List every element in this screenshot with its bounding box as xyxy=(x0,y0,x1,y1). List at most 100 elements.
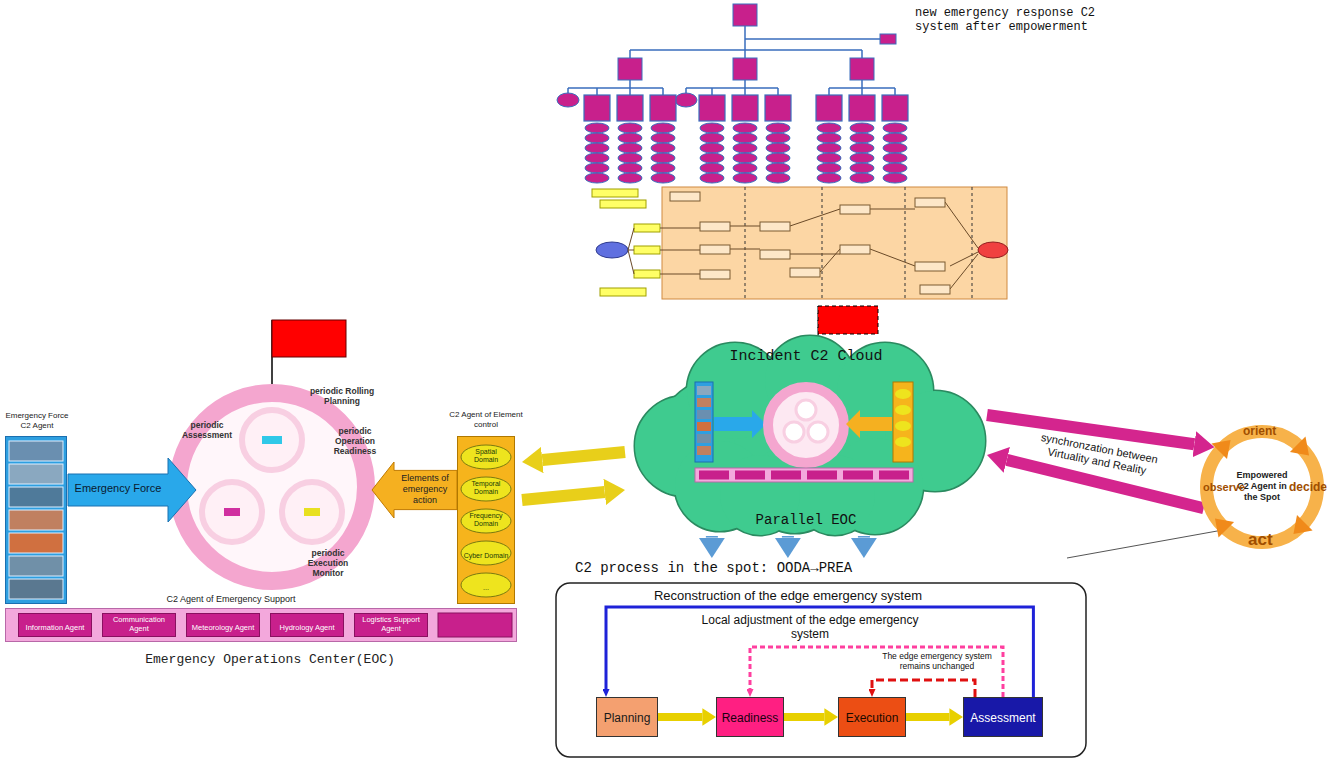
org-box xyxy=(733,4,757,26)
flowchart-box xyxy=(840,205,870,214)
flowchart-tag xyxy=(592,189,638,197)
flag xyxy=(272,320,346,357)
mini-arrow xyxy=(714,410,766,438)
assessment-box: Assessment xyxy=(963,697,1043,737)
connector xyxy=(706,536,718,538)
execution-box: Execution xyxy=(838,697,906,737)
label-slot: periodic Operation Readiness xyxy=(318,426,392,457)
force-agent-panel: Emergency Force C2 Agent xyxy=(5,436,67,604)
agent-box: Communication Agent xyxy=(102,613,176,637)
connector xyxy=(606,607,1033,697)
org-ellipse xyxy=(557,93,579,107)
agent-box xyxy=(438,613,512,637)
label-slot: periodic Rolling Planning xyxy=(300,386,384,406)
connector xyxy=(784,713,824,721)
connector xyxy=(1067,531,1218,558)
ring-arrowhead xyxy=(1290,436,1309,455)
mini-agent xyxy=(879,471,909,480)
cloud-outline xyxy=(635,336,985,535)
flowchart-box xyxy=(760,250,790,259)
text-slot: Incident C2 Cloud xyxy=(685,348,927,366)
flag xyxy=(818,306,878,334)
node-text: Spatial Domain xyxy=(463,448,509,465)
mini-photo xyxy=(697,386,711,395)
label-slot: periodic Assessment xyxy=(178,420,236,440)
block-arrow-shape xyxy=(372,462,457,518)
text-slot: Planning xyxy=(604,708,651,726)
process-flowchart xyxy=(592,187,1008,299)
domain-oval: Cyber Domain xyxy=(460,540,512,566)
flowchart-box xyxy=(790,268,820,277)
mini-force-panel xyxy=(695,382,713,462)
force-photo xyxy=(9,441,63,461)
support-bar: Information AgentCommunication AgentMete… xyxy=(5,608,517,642)
connector xyxy=(522,492,605,500)
text-slot: Frequency Domain xyxy=(463,512,509,530)
node-text: Meteorology Agent xyxy=(192,623,255,632)
text-slot: C2 Agent of Emergency Support xyxy=(146,594,316,605)
text-slot: Temporal Domain xyxy=(463,480,509,498)
flowchart-tag xyxy=(634,270,660,278)
edge-label: The edge emergency system remains unchan… xyxy=(878,651,996,671)
node-text: Planning xyxy=(604,711,651,725)
flowchart-box xyxy=(700,222,730,231)
cycle-marker xyxy=(262,436,282,444)
connector xyxy=(782,536,794,538)
text-slot: Emergency Operations Center(EOC) xyxy=(110,652,430,668)
node-text: C2 Agent of Emergency Support xyxy=(146,594,316,605)
mini-oval xyxy=(895,389,911,399)
ooda-step: decide xyxy=(1289,480,1329,494)
force-photo xyxy=(9,579,63,599)
org-column xyxy=(699,95,725,183)
connector xyxy=(750,647,1003,697)
cycle-label: periodic Assessment xyxy=(178,420,236,440)
flowchart-box xyxy=(670,192,700,201)
text-slot: Meteorology Agent xyxy=(192,616,255,634)
force-photo xyxy=(9,533,63,553)
node-text: ... xyxy=(483,584,489,592)
text-slot: Elements of emergency action xyxy=(394,473,456,505)
inner-cycle xyxy=(242,410,302,470)
node-text: Parallel EOC xyxy=(695,512,917,529)
text-slot: Hydrology Agent xyxy=(279,616,334,634)
node-text: Elements of emergency action xyxy=(394,473,456,505)
node-text: Cyber Domain xyxy=(464,552,509,560)
node-text: Hydrology Agent xyxy=(279,623,334,632)
mini-photo xyxy=(697,446,711,455)
edge-label-slot: The edge emergency system remains unchan… xyxy=(878,651,996,673)
connector xyxy=(858,536,870,538)
domain-oval: ... xyxy=(460,572,512,598)
node-text: C2 Agent of Element control xyxy=(449,410,523,429)
mini-cycle xyxy=(784,422,804,442)
org-column xyxy=(849,95,875,183)
node-text: Assessment xyxy=(970,711,1035,725)
incident-cloud: Incident C2 CloudParallel EOC xyxy=(625,336,987,536)
label-slot: decide xyxy=(1289,480,1329,494)
edge-label-slot: Reconstruction of the edge emergency sys… xyxy=(628,586,948,604)
ooda-step: observe xyxy=(1203,481,1247,494)
text-slot: Logistics Support Agent xyxy=(356,615,426,635)
edge-label: synchronzation between Virtuality and Re… xyxy=(1027,429,1169,482)
flowchart-box xyxy=(700,270,730,279)
action-arrow: Elements of emergency action xyxy=(372,462,457,518)
ring-arrowhead xyxy=(1215,518,1234,537)
flowchart-links xyxy=(628,196,978,289)
node-text: Emergency Force C2 Agent xyxy=(2,411,72,430)
ring-arrowhead xyxy=(1211,440,1230,459)
agent-box: Meteorology Agent xyxy=(186,613,260,637)
node-text: Incident C2 Cloud xyxy=(685,348,927,366)
org-column xyxy=(816,95,842,183)
label-slot: act xyxy=(1248,530,1282,550)
label-slot: new emergency response C2 system after e… xyxy=(915,6,1125,35)
force-photo xyxy=(9,556,63,576)
cycle-label: periodic Operation Readiness xyxy=(318,426,392,457)
text-slot: Cyber Domain xyxy=(464,544,509,562)
mini-support-bar xyxy=(695,468,913,482)
eoc-illustration xyxy=(5,320,517,642)
org-column xyxy=(765,95,791,183)
org-box xyxy=(733,58,757,80)
mini-oval xyxy=(895,405,911,415)
flowchart-box xyxy=(760,222,790,231)
